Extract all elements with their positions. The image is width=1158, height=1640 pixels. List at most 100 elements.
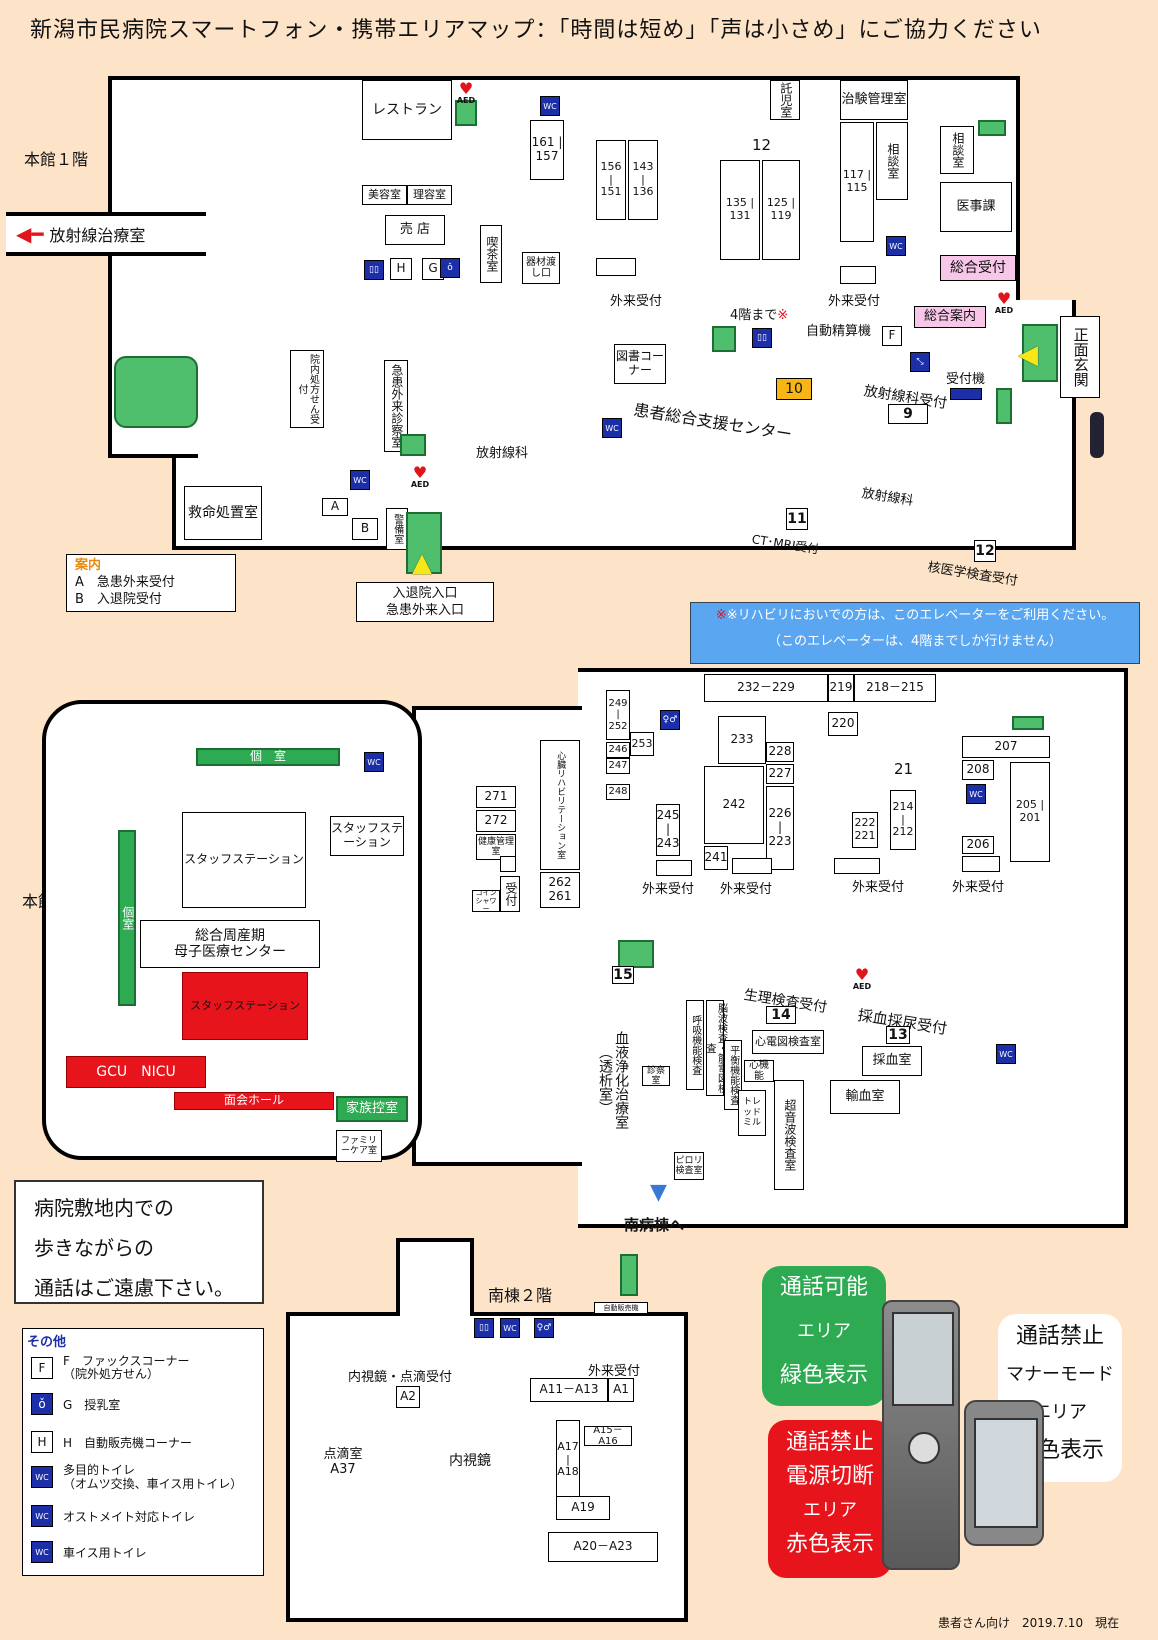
rooms-222-221: 222 221	[852, 812, 878, 848]
green-area-elevator-2f	[1012, 716, 1044, 730]
rooms-161-157: 161 | 157	[530, 120, 564, 180]
outpatient-reception-5: 外来受付	[720, 882, 773, 897]
wc-icon: WC	[602, 418, 622, 438]
childcare-room: 託児室	[770, 80, 800, 120]
counter-2: 2	[596, 258, 636, 276]
private-room-1: 個 室	[196, 748, 340, 766]
balance-exam: 平衡機能検査	[724, 1040, 742, 1110]
nuclear-medicine-reception: 核医学検査受付	[926, 560, 1019, 590]
room-9: 9	[888, 404, 928, 424]
counter-5: 5	[732, 858, 772, 874]
family-care-room: ファミリーケア室	[336, 1130, 382, 1162]
outpatient-reception-2: 外来受付	[610, 294, 663, 309]
legend-multipurpose-toilet: WC 多目的トイレ （オムツ交換、車イス用トイレ）	[31, 1463, 242, 1491]
ostomate-toilet-icon: WC	[31, 1505, 53, 1527]
counter-1: 1	[840, 266, 876, 284]
counter-3: 3	[962, 856, 1000, 872]
legend-vending: H H 自動販売機コーナー	[31, 1431, 192, 1453]
rooms-a15-a16: A15－A16	[584, 1425, 632, 1447]
yellow-arrow-up-icon: ▲	[412, 548, 432, 578]
green-area-entrance	[406, 512, 442, 574]
cardiac-rehab: 心臓リハビリテーション室	[540, 740, 580, 870]
staff-station-3: スタッフステーション	[182, 972, 308, 1040]
red-arrow-left-icon: ◀━	[16, 222, 44, 246]
coin-shower: コインシャワー	[472, 889, 500, 913]
rooms-205-201: 205 | 201	[1010, 762, 1050, 862]
library-corner: 図書コーナー	[614, 344, 666, 384]
wc-icon: WC	[996, 1044, 1016, 1064]
green-area-panel: 通話可能 エリア 緑色表示	[762, 1266, 886, 1406]
south-outpatient-reception: 外来受付	[588, 1364, 641, 1379]
ecg-room: 心電図検査室	[752, 1030, 824, 1054]
elevator-icon: ▯▯	[752, 328, 772, 348]
vending-h-key: H	[31, 1431, 53, 1453]
green-area-elevator	[712, 326, 736, 352]
room-271: 271	[476, 786, 516, 808]
floor1-label: 本館１階	[24, 150, 89, 169]
red-area-panel: 通話禁止 電源切断 エリア 赤色表示	[768, 1420, 892, 1578]
toilet-icon: ♀♂	[534, 1318, 554, 1338]
wheelchair-toilet-icon: WC	[31, 1541, 53, 1563]
outpatient-reception-4: 外来受付	[852, 880, 905, 895]
rooms-a11-a13: A11－A13	[530, 1378, 608, 1402]
rooms-156-151: 156 | 151	[596, 140, 626, 220]
guide-b: B 入退院受付	[75, 592, 162, 607]
respiratory-exam: 呼吸機能検査	[686, 1000, 704, 1090]
room-a19: A19	[556, 1496, 610, 1520]
green-area-aed-top	[455, 100, 477, 126]
beauty-salon: 美容室	[362, 185, 407, 205]
rehab-elevator-notice: ※※リハビリにおいでの方は、このエレベーターをご利用ください。 （このエレベータ…	[690, 602, 1140, 664]
room-a1: A1	[608, 1378, 634, 1402]
entrance-sign: 入退院入口 急患外来入口	[356, 582, 494, 622]
medical-affairs: 医事課	[940, 182, 1012, 232]
pharmacy-reception: 院内処方せん受付	[290, 350, 324, 428]
rooms-214-212: 214 | 212	[890, 790, 916, 850]
auto-pay-machine: 自動精算機	[806, 324, 872, 339]
drip-room: 点滴室 A37	[290, 1388, 396, 1538]
rooms-a20-a23: A20－A23	[548, 1532, 658, 1562]
blue-arrow-down-icon: ▼	[650, 1180, 667, 1205]
endoscopy-room: 内視鏡	[420, 1408, 520, 1514]
treadmill: トレッドミル	[738, 1090, 766, 1136]
to-4f-label: 4階まで※	[730, 308, 789, 323]
room-13: 13	[886, 1026, 910, 1044]
room-242: 242	[704, 766, 764, 844]
white-area-line2: マナーモード	[1006, 1364, 1114, 1385]
room-233: 233	[718, 716, 766, 764]
family-waiting-room: 家族控室	[336, 1096, 408, 1122]
room-14: 14	[766, 1006, 796, 1024]
pylori-exam: ピロリ検査室	[674, 1152, 704, 1180]
footer-date: 患者さん向け 2019.7.10 現在	[938, 1616, 1120, 1630]
yellow-arrow-left-icon: ◀	[1018, 340, 1038, 370]
security-room: 警備室	[386, 508, 408, 550]
south-wing-corridor	[396, 1238, 474, 1316]
room-219: 219	[828, 674, 854, 702]
counter-6: 6	[656, 860, 692, 876]
smartphone-icon	[964, 1400, 1044, 1546]
aed-icon-emergency: ♥AED	[410, 463, 430, 490]
legend-wheelchair: WC 車イス用トイレ	[31, 1541, 147, 1563]
red-area-line4: 赤色表示	[785, 1532, 874, 1557]
key-b-box: B	[352, 518, 378, 540]
ultrasound-room: 超音波検査室	[774, 1080, 804, 1190]
counter-7: 7	[500, 856, 516, 872]
to-south-wing: 南病棟へ	[624, 1216, 685, 1234]
green-area-south	[620, 1254, 638, 1296]
walk-notice-line1: 病院敷地内での	[34, 1196, 174, 1220]
room-272: 272	[476, 810, 516, 832]
rooms-249-252: 249 | 252	[606, 690, 630, 740]
legend-box: その他 F F ファックスコーナー （院外処方せん） ǒ G 授乳室 H H 自…	[22, 1328, 264, 1576]
fax-f: F	[882, 326, 902, 346]
wheelchair-slope-icon: ⤡	[910, 352, 930, 372]
room-12: 12	[752, 136, 772, 154]
reception-machine: 受付機	[946, 372, 986, 387]
green-area-phone-2f	[618, 940, 654, 968]
wc-icon: WC	[500, 1318, 520, 1338]
multipurpose-toilet-icon: WC	[31, 1466, 53, 1488]
room-220: 220	[828, 712, 858, 736]
rooms-226-223: 226 | 223	[766, 786, 794, 870]
legend-vending-label: H 自動販売機コーナー	[63, 1435, 193, 1450]
walk-notice-line2: 歩きながらの	[34, 1236, 154, 1260]
south-vending: 自動販売機	[594, 1302, 648, 1314]
room-a2: A2	[396, 1386, 420, 1408]
